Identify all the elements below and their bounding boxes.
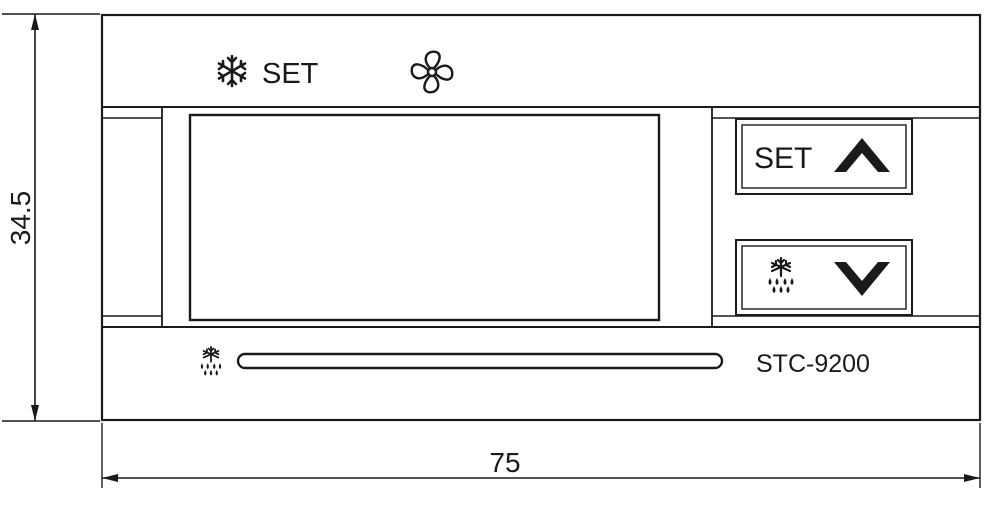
set-up-button-outer	[735, 118, 913, 195]
model-label: STC-9200	[756, 350, 870, 378]
arrow-up-icon	[834, 138, 890, 172]
set-up-button[interactable]: SET	[735, 118, 913, 195]
snowflake-icon	[217, 54, 247, 88]
top-set-label: SET	[262, 58, 319, 90]
arrow-down-icon	[834, 262, 890, 296]
height-label: 34.5	[5, 191, 36, 246]
defrost-down-button[interactable]	[735, 239, 913, 316]
width-dimension: 75	[101, 423, 981, 488]
defrost-icon	[767, 256, 795, 295]
height-dimension: 34.5	[2, 13, 100, 422]
bottom-indicator-row: STC-9200	[199, 345, 870, 378]
set-up-button-inner	[741, 124, 907, 189]
display-window	[188, 113, 661, 322]
fan-icon	[410, 50, 454, 94]
width-arrow-right	[964, 474, 980, 482]
width-arrow-left	[102, 474, 118, 482]
indicator-slot	[236, 352, 724, 370]
top-indicator-row: SET	[217, 50, 454, 94]
width-label: 75	[489, 447, 520, 478]
defrost-down-button-outer	[735, 239, 913, 316]
outer-frame	[100, 13, 982, 422]
defrost-down-button-inner	[741, 245, 907, 310]
defrost-indicator-icon	[199, 345, 223, 377]
set-button-label: SET	[754, 142, 812, 175]
height-arrow-top	[31, 14, 39, 30]
height-arrow-bottom	[31, 405, 39, 421]
